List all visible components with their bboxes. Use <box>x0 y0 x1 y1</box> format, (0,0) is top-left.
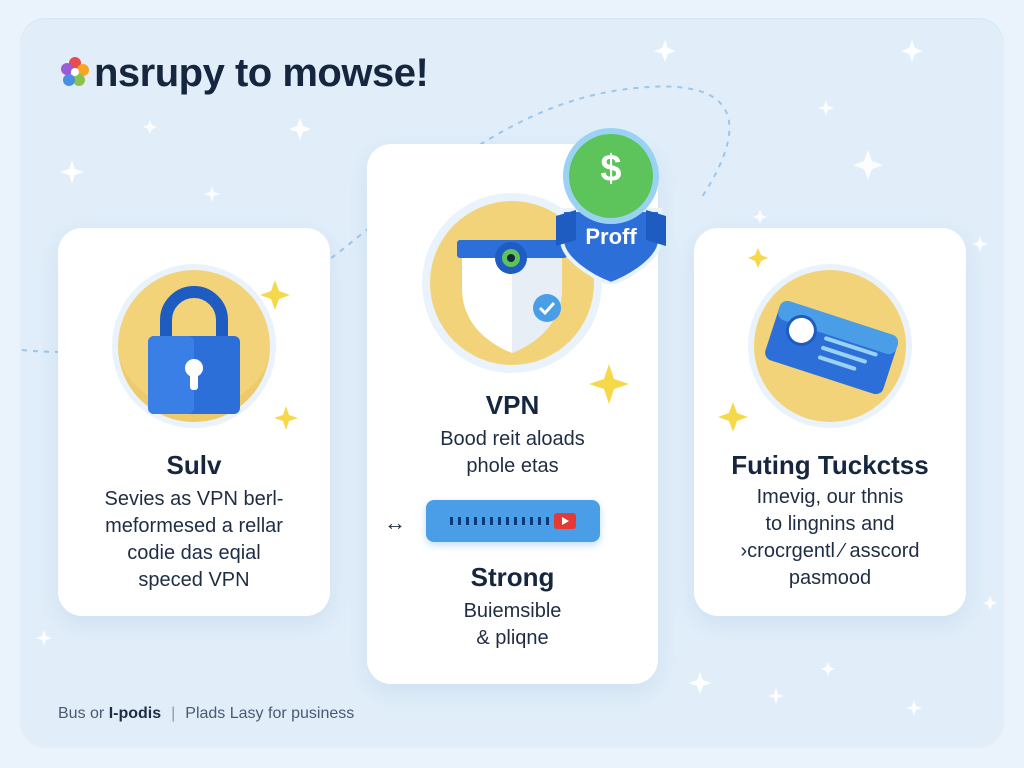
play-icon[interactable] <box>554 513 576 529</box>
sparkle-icon <box>718 402 748 432</box>
card-title: Futing Tuckctss <box>731 450 929 480</box>
footer: Bus or I-podis | Plads Lasy for pusiness <box>58 705 354 723</box>
connection-bar[interactable] <box>426 500 600 542</box>
card-subdescription: Buiemsible & pliqne <box>463 600 562 649</box>
footer-separator: | <box>171 705 176 722</box>
page-header: nsrupy to mowse! <box>60 48 429 98</box>
swap-arrows-icon: ↔ <box>384 510 406 535</box>
proff-label: Proff <box>585 224 637 249</box>
id-card-icon <box>748 264 912 428</box>
sparkle-icon <box>260 280 290 310</box>
dollar-sign: $ <box>600 148 622 190</box>
shield-eye-icon <box>422 193 602 373</box>
card-description: Bood reit aloads phole etas <box>440 428 585 477</box>
star-field <box>36 40 997 716</box>
page-title: nsrupy to mowse! <box>94 50 429 95</box>
flower-logo-icon <box>61 57 89 86</box>
card-subtitle: Strong <box>470 562 555 592</box>
footer-logo[interactable]: Bus or I-podis <box>58 705 162 722</box>
signal-dots <box>450 517 554 525</box>
feature-card-security[interactable]: Sulv Sevies as VPN berl- meformesed a re… <box>58 228 330 616</box>
card-title: Sulv <box>166 450 222 480</box>
feature-card-tickets[interactable]: Futing Tuckctss Imevig, our thnis to lin… <box>694 228 966 616</box>
card-description: Sevies as VPN berl- meformesed a rellar … <box>104 488 284 591</box>
dashed-path <box>21 85 731 353</box>
card-description: Imevig, our thnis to lingnins and ›crocr… <box>740 486 920 589</box>
proff-badge[interactable]: $ Proff <box>552 124 670 287</box>
sparkle-icon <box>274 406 298 430</box>
padlock-icon <box>112 264 276 428</box>
dollar-shield-icon <box>556 128 666 287</box>
footer-tagline: Plads Lasy for pusiness <box>185 705 355 722</box>
sparkle-icon <box>589 364 629 404</box>
card-title: VPN <box>485 390 540 420</box>
sparkle-icon <box>748 248 768 268</box>
